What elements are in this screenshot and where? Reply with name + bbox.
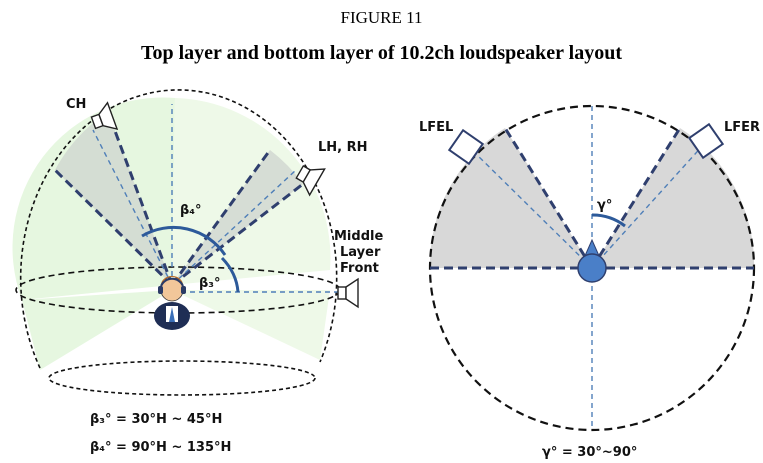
lh-rh-label: LH, RH [318, 140, 368, 155]
middle-front-speaker-icon [337, 277, 359, 309]
lfel-label: LFEL [419, 120, 453, 135]
figure-title: Top layer and bottom layer of 10.2ch lou… [141, 42, 622, 64]
listener-dot [577, 253, 607, 283]
figure-number: FIGURE 11 [340, 8, 423, 27]
gamma-arc [591, 213, 626, 228]
ray-ch-right [106, 111, 174, 286]
ray-lh-center [171, 169, 297, 286]
right-diagram: LFEL LFER γ° γ° = 30°~90° [419, 104, 760, 460]
listener-icon [154, 276, 190, 330]
gamma-label: γ° [597, 198, 612, 213]
dome-outline [19, 89, 338, 369]
gamma-range-equation: γ° = 30°~90° [542, 445, 637, 460]
beta3-label: β₃° [199, 276, 221, 291]
bottom-ellipse [48, 360, 316, 396]
lh-rh-speaker-icon [295, 164, 326, 197]
ch-grey-wedge [55, 112, 172, 285]
beta4-arc [141, 225, 227, 256]
lfer-speaker-icon [687, 122, 725, 160]
green-lower-fill [22, 290, 172, 370]
ray-lfer-center [591, 142, 706, 269]
green-lower-fill-right [172, 290, 330, 360]
ch-speaker-icon [90, 101, 119, 131]
middle-layer-label-line1: Middle [334, 229, 383, 244]
middle-layer-label-line3: Front [340, 261, 379, 276]
lfer-label: LFER [724, 120, 760, 135]
ray-ch-center [92, 129, 173, 286]
lh-rh-grey-wedge [172, 150, 303, 285]
beta4-range-equation: β₄° = 90°H ~ 135°H [90, 440, 231, 455]
left-diagram: CH LH, RH Middle Layer Front β₄° β₃° β₃°… [12, 89, 383, 455]
ch-label: CH [66, 97, 86, 112]
lfel-speaker-icon [447, 128, 485, 166]
beta3-range-equation: β₃° = 30°H ~ 45°H [90, 412, 222, 427]
beta4-label: β₄° [180, 203, 202, 218]
middle-layer-label-line2: Layer [340, 245, 381, 260]
ray-lfel-center [469, 147, 593, 269]
beta3-arc [220, 256, 240, 293]
right-grey-sector [592, 128, 755, 268]
